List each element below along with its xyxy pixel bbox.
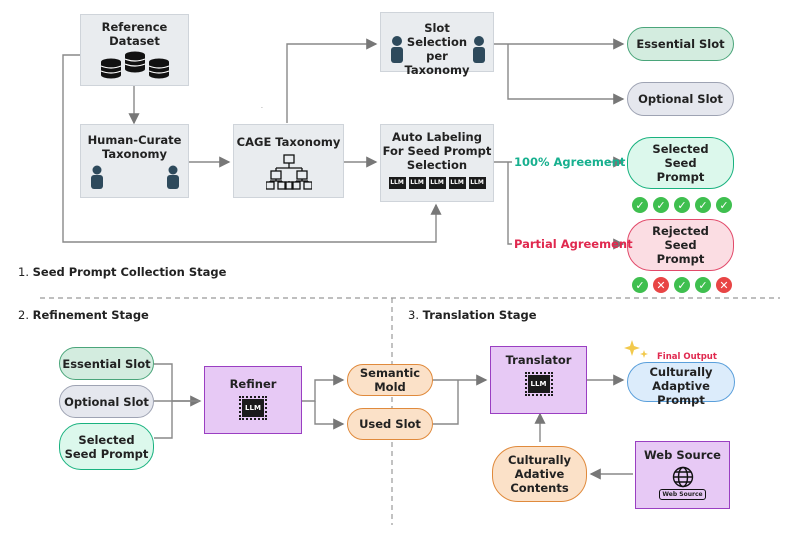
- disagree-x-icon: ✕: [653, 277, 669, 293]
- culturally-adaptive-prompt-label: Culturally Adaptive Prompt: [649, 365, 713, 407]
- stage2-caption: 2. Refinement Stage: [18, 308, 149, 322]
- agree-check-icon: ✓: [632, 277, 648, 293]
- essential-slot-input-pill: Essential Slot: [59, 347, 154, 380]
- optional-slot-input-pill: Optional Slot: [59, 385, 154, 418]
- selected-seed-prompt-pill: Selected Seed Prompt: [627, 137, 734, 189]
- stage1-title: Seed Prompt Collection Stage: [32, 265, 227, 279]
- selected-seed-input-label: Selected Seed Prompt: [64, 432, 149, 461]
- llm-chip-icon: LLM: [408, 177, 426, 189]
- slot-selection-label: Slot Selection per Taxonomy: [404, 21, 470, 77]
- agree-check-icon: ✓: [632, 197, 648, 213]
- used-slot-label: Used Slot: [359, 417, 421, 431]
- agree-check-icon: ✓: [653, 197, 669, 213]
- human-curate-taxonomy-box: Human-Curate Taxonomy: [80, 124, 189, 198]
- essential-slot-label: Essential Slot: [636, 37, 725, 51]
- translator-label: Translator: [505, 353, 572, 367]
- auto-labeling-box: Auto Labeling For Seed Prompt Selection …: [380, 124, 494, 202]
- cage-taxonomy-box: CAGE Taxonomy: [233, 124, 344, 198]
- web-source-box: Web Source Web Source: [635, 441, 730, 509]
- llm-chip-icon: LLM: [468, 177, 486, 189]
- selected-seed-prompt-label: Selected Seed Prompt: [652, 142, 709, 184]
- stage3-caption: 3. Translation Stage: [408, 308, 537, 322]
- reference-dataset-label: Reference Dataset: [101, 20, 168, 48]
- web-source-icon-caption: Web Source: [659, 489, 706, 500]
- optional-slot-pill: Optional Slot: [627, 82, 734, 116]
- llm-chip-icon: LLM: [524, 372, 553, 396]
- llm-chip-icon: LLM: [428, 177, 446, 189]
- agree-check-icon: ✓: [695, 277, 711, 293]
- rejected-seed-prompt-label: Rejected Seed Prompt: [652, 224, 709, 266]
- refiner-label: Refiner: [229, 377, 277, 391]
- stage1-number: 1.: [18, 265, 29, 279]
- cage-taxonomy-label: CAGE Taxonomy: [236, 135, 341, 149]
- refiner-box: Refiner LLM: [204, 366, 302, 434]
- llm-chip-icon: LLM: [388, 177, 406, 189]
- semantic-mold-pill: Semantic Mold: [347, 364, 433, 396]
- culturally-adative-contents-pill: Culturally Adative Contents: [492, 446, 587, 502]
- full-agreement-label: 100% Agreement: [514, 155, 626, 169]
- stage3-title: Translation Stage: [422, 308, 537, 322]
- culturally-adaptive-prompt-pill: Culturally Adaptive Prompt: [627, 362, 735, 407]
- web-source-label: Web Source: [644, 448, 721, 462]
- auto-labeling-label: Auto Labeling For Seed Prompt Selection: [382, 130, 492, 172]
- partial-agreement-label: Partial Agreement: [514, 237, 633, 251]
- optional-slot-label: Optional Slot: [638, 92, 723, 106]
- llm-chip-row: LLM LLM LLM LLM LLM: [388, 177, 486, 189]
- agree-check-icon: ✓: [695, 197, 711, 213]
- slot-selection-box: Slot Selection per Taxonomy: [380, 12, 494, 77]
- sparkle-icon: [624, 340, 648, 358]
- llm-chip-icon: LLM: [239, 396, 267, 420]
- semantic-mold-label: Semantic Mold: [359, 366, 421, 394]
- selected-seed-input-pill: Selected Seed Prompt: [59, 423, 154, 470]
- reference-dataset-box: Reference Dataset: [80, 14, 189, 86]
- database-icon: [100, 51, 169, 79]
- svg-text:.: .: [261, 103, 263, 110]
- globe-icon: [672, 466, 693, 488]
- human-curate-taxonomy-label: Human-Curate Taxonomy: [87, 133, 182, 161]
- agree-check-icon: ✓: [716, 197, 732, 213]
- rejected-seed-prompt-pill: Rejected Seed Prompt: [627, 219, 734, 271]
- optional-slot-input-label: Optional Slot: [64, 394, 149, 409]
- used-slot-pill: Used Slot: [347, 408, 433, 440]
- stage1-caption: 1. Seed Prompt Collection Stage: [18, 265, 226, 279]
- person-icon: [91, 165, 179, 189]
- culturally-adative-contents-label: Culturally Adative Contents: [507, 453, 572, 495]
- disagree-x-icon: ✕: [716, 277, 732, 293]
- agree-check-icon: ✓: [674, 197, 690, 213]
- essential-slot-pill: Essential Slot: [627, 27, 734, 61]
- stage2-title: Refinement Stage: [32, 308, 149, 322]
- person-icon: [391, 36, 485, 63]
- stage2-number: 2.: [18, 308, 29, 322]
- final-output-label: Final Output: [657, 352, 717, 362]
- stage3-number: 3.: [408, 308, 419, 322]
- llm-chip-icon: LLM: [448, 177, 466, 189]
- hierarchy-icon: [265, 154, 312, 190]
- agree-check-icon: ✓: [674, 277, 690, 293]
- essential-slot-input-label: Essential Slot: [62, 356, 151, 371]
- translator-box: Translator LLM: [490, 346, 587, 414]
